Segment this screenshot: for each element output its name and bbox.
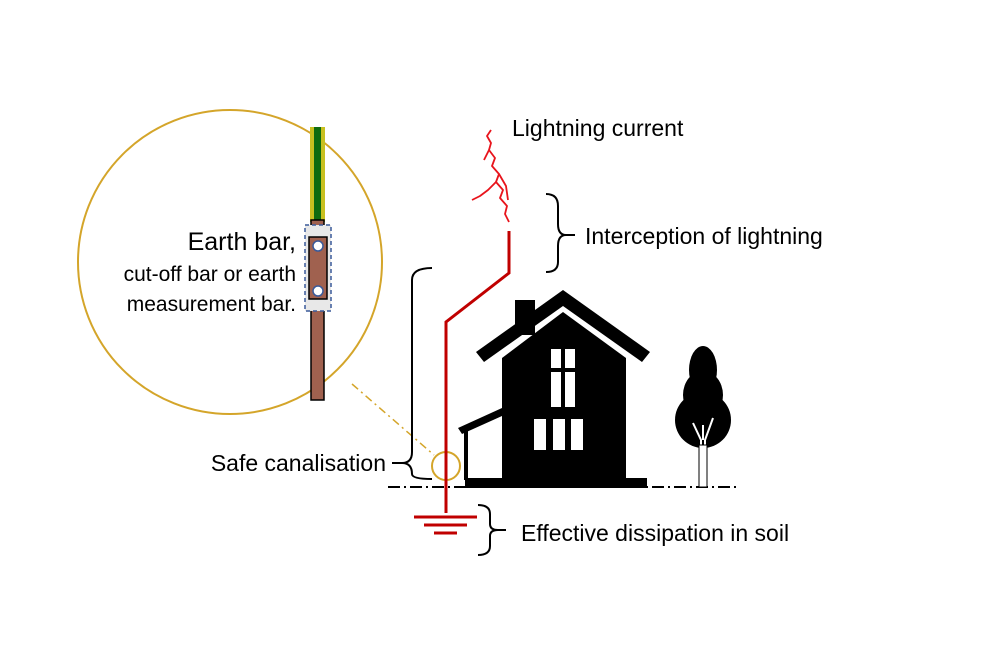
earth-bar-label-1: Earth bar,	[188, 228, 296, 256]
dissipation-label: Effective dissipation in soil	[521, 520, 789, 546]
house-windows	[472, 349, 583, 476]
tree-icon	[675, 346, 731, 488]
earth-bar-label-2: cut-off bar or earth	[124, 263, 296, 286]
lightning-bolt-icon	[471, 129, 510, 223]
interception-bracket	[545, 193, 575, 273]
magnifier-connector	[351, 383, 435, 456]
earth-bar-label-3: measurement bar.	[127, 293, 296, 316]
safe-canalisation-label: Safe canalisation	[211, 450, 386, 476]
down-conductor	[444, 231, 511, 513]
interception-label: Interception of lightning	[585, 223, 823, 249]
canalisation-bracket	[392, 267, 433, 480]
earth-bar	[304, 224, 332, 312]
dissipation-bracket	[477, 504, 506, 556]
house-icon	[458, 290, 650, 488]
ground-symbol-icon	[414, 515, 477, 535]
lightning-current-label: Lightning current	[512, 115, 684, 141]
magnifier-circle	[77, 109, 383, 415]
